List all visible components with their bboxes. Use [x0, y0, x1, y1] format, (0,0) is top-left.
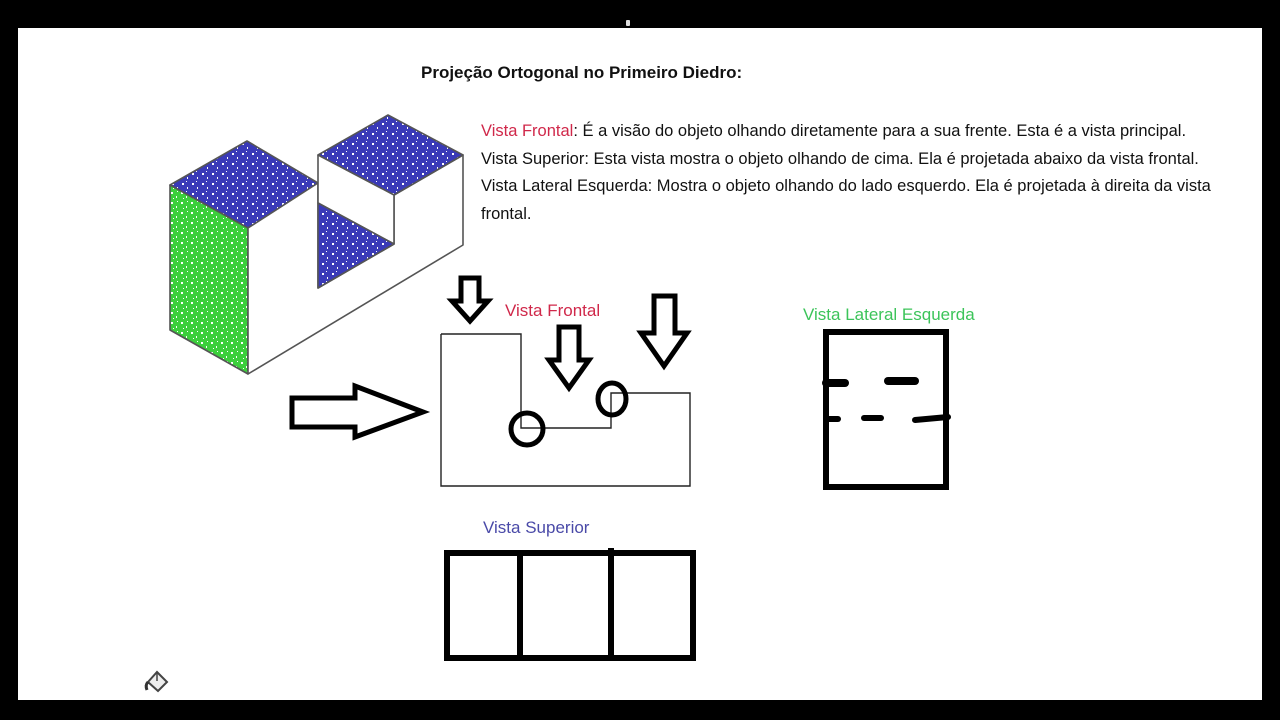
arrow-down-icon-3 [636, 293, 692, 371]
vista-lateral-drawing [822, 329, 951, 490]
description-superior: Vista Superior: Esta vista mostra o obje… [481, 146, 1231, 174]
label-vista-lateral-esquerda: Vista Lateral Esquerda [803, 305, 975, 324]
mouse-cursor [626, 20, 630, 26]
description-frontal: Vista Frontal: É a visão do objeto olhan… [481, 118, 1231, 146]
description-lateral-label: Vista Lateral Esquerda [481, 177, 648, 195]
page-title: Projeção Ortogonal no Primeiro Diedro: [421, 63, 743, 82]
label-vista-frontal: Vista Frontal [505, 301, 601, 320]
hidden-edge-marker-1 [508, 410, 546, 448]
projection-arrows [289, 275, 692, 441]
description-lateral-text: : Mostra o objeto olhando do lado esquer… [481, 177, 1211, 223]
drawing-canvas[interactable] [18, 28, 1262, 700]
label-vista-superior: Vista Superior [483, 518, 590, 537]
hidden-edge-marker-2 [595, 380, 629, 418]
arrow-right-icon [289, 382, 431, 441]
isometric-object [169, 114, 464, 375]
description-block: Vista Frontal: É a visão do objeto olhan… [481, 118, 1231, 228]
arrow-down-icon-2 [544, 324, 594, 393]
description-superior-text: : Esta vista mostra o objeto olhando de … [584, 149, 1199, 168]
description-lateral: Vista Lateral Esquerda: Mostra o objeto … [481, 173, 1231, 228]
iso-notch-floor [317, 202, 395, 289]
paint-bucket-icon[interactable] [143, 668, 171, 696]
vista-superior-drawing [444, 548, 696, 661]
description-superior-label: Vista Superior [481, 149, 585, 168]
vista-frontal-drawing [440, 333, 691, 487]
description-frontal-text: : É a visão do objeto olhando diretament… [573, 122, 1187, 140]
description-frontal-label: Vista Frontal [481, 122, 574, 140]
arrow-down-icon-1 [446, 275, 494, 325]
